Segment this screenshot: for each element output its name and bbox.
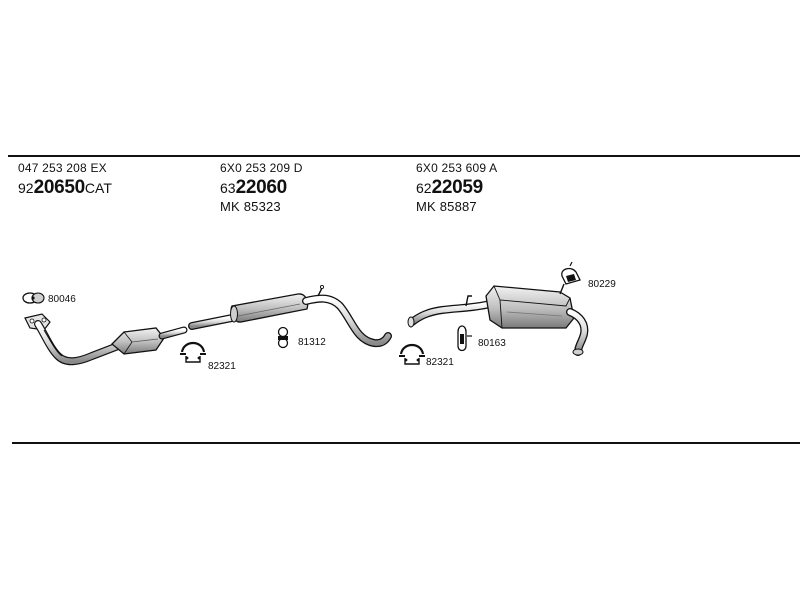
- article-prefix: 62: [416, 180, 432, 196]
- oe-number: 047 253 208 EX: [18, 161, 107, 175]
- rear-silencer-assembly: [407, 283, 589, 356]
- part-block-rear-silencer: 6X0 253 609 A 6222059 MK 85887: [416, 162, 497, 213]
- article-main: 20650: [33, 177, 86, 198]
- article-prefix: 63: [220, 180, 236, 196]
- article-number: 9220650CAT: [18, 178, 112, 197]
- article-number: 6222059: [416, 178, 497, 197]
- article-main: 22059: [431, 177, 484, 198]
- rubber-hanger-icon: [277, 326, 289, 349]
- middle-silencer-assembly: [188, 284, 392, 348]
- gasket-icon: [22, 292, 45, 304]
- callout-hanger-rear: 80163: [478, 338, 506, 349]
- top-divider: [8, 155, 800, 157]
- callout-clamp-right: 82321: [426, 357, 454, 368]
- article-prefix: 92: [18, 180, 34, 196]
- callout-hanger-mid: 81312: [298, 337, 326, 348]
- pipe-clamp-icon: [180, 341, 206, 363]
- mk-number: MK 85887: [416, 199, 477, 214]
- part-block-catalytic-converter: 047 253 208 EX 9220650CAT: [18, 162, 112, 200]
- article-number: 6322060: [220, 178, 303, 197]
- callout-clamp-left: 82321: [208, 361, 236, 372]
- catalytic-converter-assembly: [24, 313, 188, 366]
- mk-number: MK 85323: [220, 199, 281, 214]
- part-block-middle-silencer: 6X0 253 209 D 6322060 MK 85323: [220, 162, 303, 213]
- middle-silencer-drum: [230, 293, 309, 323]
- oe-number: 6X0 253 609 A: [416, 161, 498, 175]
- pipe-clamp-icon: [399, 343, 425, 365]
- callout-hanger-top: 80229: [588, 279, 616, 290]
- article-suffix: CAT: [84, 180, 112, 196]
- oe-number: 6X0 253 209 D: [220, 161, 303, 175]
- hanger-bracket-icon: [561, 261, 581, 285]
- rubber-mount-icon: [457, 325, 472, 352]
- bottom-divider: [12, 442, 800, 444]
- callout-gasket-front: 80046: [48, 294, 76, 305]
- article-main: 22060: [235, 177, 288, 198]
